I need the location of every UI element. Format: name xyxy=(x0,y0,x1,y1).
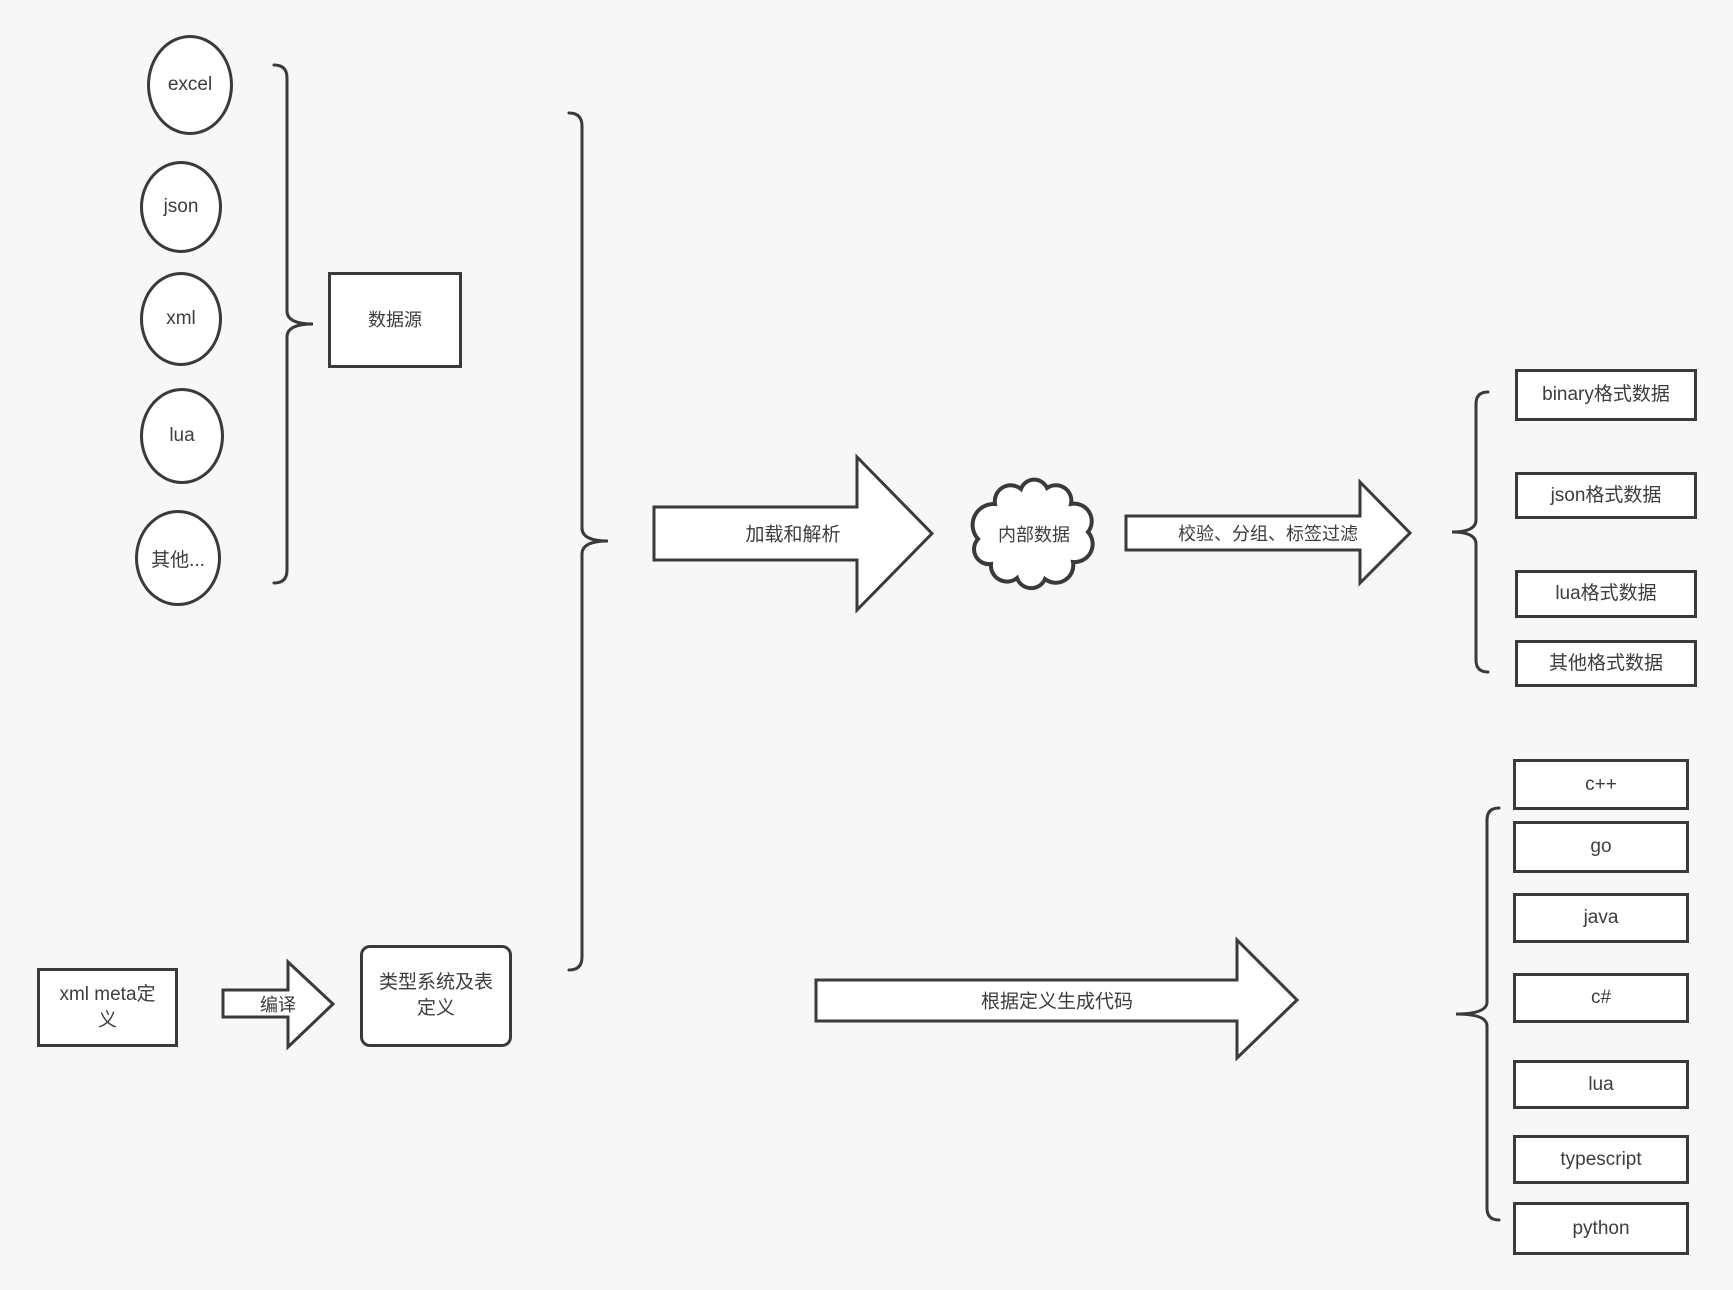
xml-meta-box: xml meta定义 xyxy=(37,968,178,1047)
source-label: excel xyxy=(167,74,213,95)
source-label: 其他... xyxy=(151,549,205,571)
format-label: binary格式数据 xyxy=(1542,384,1670,406)
code-target-box-lua: lua xyxy=(1513,1060,1689,1109)
brace-output-formats xyxy=(1451,390,1490,674)
cloud-internal-data xyxy=(970,477,1095,591)
type-system-box: 类型系统及表定义 xyxy=(360,945,512,1047)
code-target-box-java: java xyxy=(1513,893,1689,943)
source-label: lua xyxy=(169,425,195,446)
source-ellipse-json: json xyxy=(140,161,222,253)
code-target-label: c# xyxy=(1590,987,1612,1009)
source-label: xml xyxy=(166,308,196,329)
code-target-box-csharp: c# xyxy=(1513,973,1689,1023)
data-source-group-box: 数据源 xyxy=(328,272,462,368)
code-target-label: c++ xyxy=(1585,773,1617,795)
code-target-box-typescript: typescript xyxy=(1513,1135,1689,1184)
arrow-load-parse xyxy=(652,453,935,614)
format-label: json格式数据 xyxy=(1550,484,1662,506)
brace-data-sources xyxy=(272,63,314,585)
arrow-filter xyxy=(1124,478,1413,587)
generate-code-arrow-label: 根据定义生成代码 xyxy=(980,991,1134,1013)
code-target-label: go xyxy=(1590,836,1612,858)
arrow-compile xyxy=(221,958,336,1051)
code-target-label: python xyxy=(1572,1217,1630,1239)
code-target-box-python: python xyxy=(1513,1202,1689,1255)
format-label: lua格式数据 xyxy=(1555,583,1657,605)
format-label: 其他格式数据 xyxy=(1548,652,1663,674)
internal-data-label: 内部数据 xyxy=(998,525,1070,545)
filter-arrow-label: 校验、分组、标签过滤 xyxy=(1178,524,1358,544)
source-label: json xyxy=(163,196,199,217)
code-target-box-go: go xyxy=(1513,821,1689,873)
format-box-binary: binary格式数据 xyxy=(1515,369,1697,421)
brace-parse-inputs xyxy=(567,111,609,972)
code-target-label: lua xyxy=(1588,1073,1614,1095)
code-target-label: typescript xyxy=(1560,1148,1642,1170)
source-ellipse-xml: xml xyxy=(140,272,222,366)
format-box-other: 其他格式数据 xyxy=(1515,640,1697,687)
xml-meta-label: xml meta定义 xyxy=(59,983,156,1031)
data-source-group-label: 数据源 xyxy=(368,309,422,330)
format-box-json: json格式数据 xyxy=(1515,472,1697,519)
arrow-generate-code xyxy=(814,936,1300,1062)
compile-arrow-label: 编译 xyxy=(260,995,296,1015)
source-ellipse-other: 其他... xyxy=(135,510,221,606)
source-ellipse-excel: excel xyxy=(147,35,233,135)
load-parse-arrow-label: 加载和解析 xyxy=(745,524,841,546)
code-target-label: java xyxy=(1583,907,1619,929)
type-system-label: 类型系统及表定义 xyxy=(378,972,493,1019)
source-ellipse-lua: lua xyxy=(140,388,224,484)
code-target-box-cpp: c++ xyxy=(1513,759,1689,810)
format-box-lua: lua格式数据 xyxy=(1515,570,1697,618)
brace-code-targets xyxy=(1455,806,1501,1222)
